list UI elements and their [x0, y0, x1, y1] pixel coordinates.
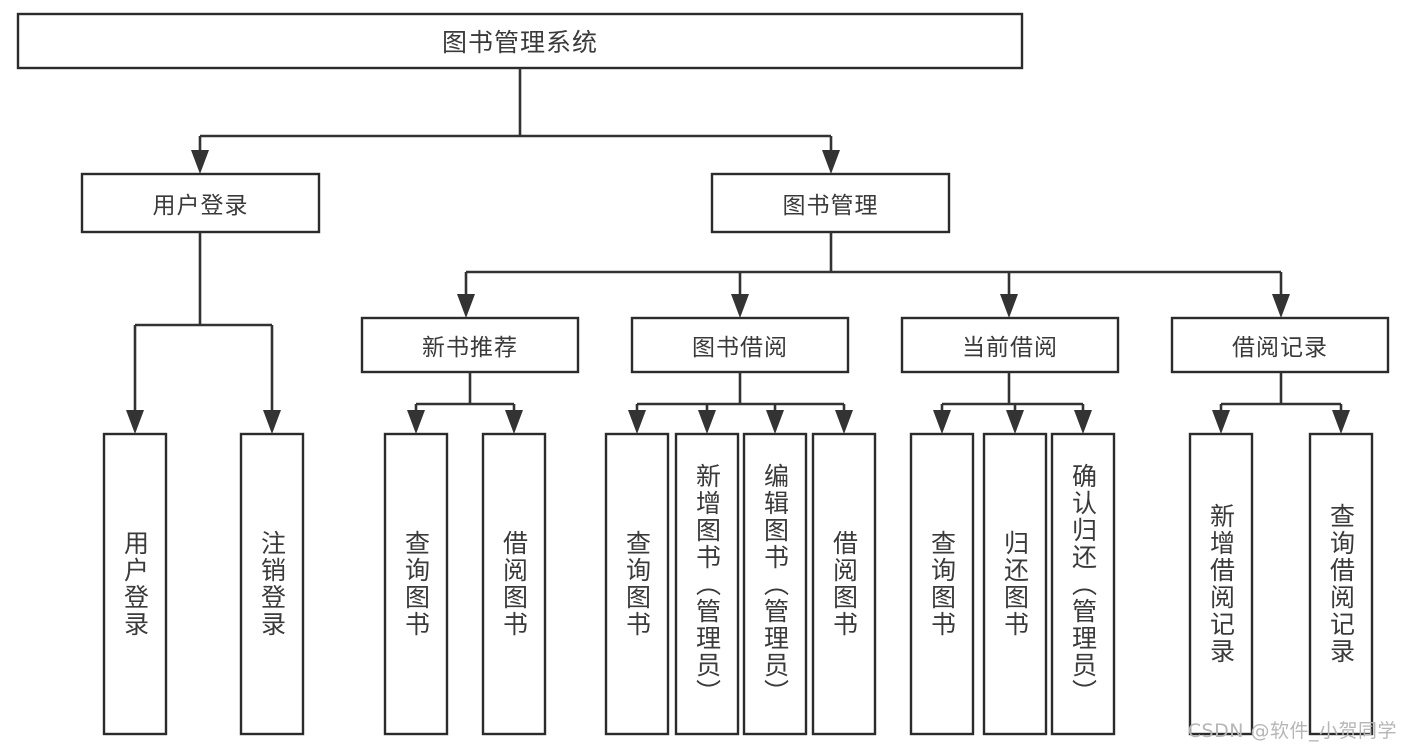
arrow-head-leaf-11	[1212, 410, 1230, 434]
arrow-head-leaf-12	[1332, 410, 1350, 434]
node-box-borrow-record[interactable]	[1170, 316, 1390, 374]
node-box-leaf-4[interactable]	[604, 432, 670, 736]
arrow-head-user-login	[191, 150, 209, 174]
node-box-leaf-12[interactable]	[1308, 432, 1374, 736]
arrow-head-borrow-record	[1272, 294, 1290, 318]
node-box-leaf-0[interactable]	[102, 432, 168, 736]
arrow-head-book-borrow	[731, 294, 749, 318]
arrow-head-leaf-0	[126, 410, 144, 434]
node-box-leaf-5[interactable]	[674, 432, 740, 736]
node-box-user-login[interactable]	[80, 172, 321, 234]
node-box-leaf-10[interactable]	[1050, 432, 1116, 736]
node-box-leaf-1[interactable]	[239, 432, 305, 736]
node-box-current-borrow[interactable]	[900, 316, 1120, 374]
node-box-leaf-8[interactable]	[909, 432, 975, 736]
arrow-head-leaf-5	[698, 410, 716, 434]
arrow-head-leaf-10	[1074, 410, 1092, 434]
node-box-book-management[interactable]	[710, 172, 951, 234]
node-box-leaf-7[interactable]	[811, 432, 877, 736]
arrow-head-leaf-8	[933, 410, 951, 434]
node-box-leaf-11[interactable]	[1188, 432, 1254, 736]
arrow-head-current-borrow	[1000, 294, 1018, 318]
node-box-new-book-recommend[interactable]	[360, 316, 580, 374]
node-box-leaf-3[interactable]	[481, 432, 547, 736]
arrow-head-leaf-6	[766, 410, 784, 434]
node-box-root[interactable]	[16, 12, 1024, 70]
node-box-book-borrow[interactable]	[630, 316, 850, 374]
arrow-head-new-book-recommend	[457, 294, 475, 318]
watermark-text: CSDN @软件_小贺同学	[1187, 720, 1397, 742]
arrow-head-leaf-3	[505, 410, 523, 434]
node-box-leaf-9[interactable]	[982, 432, 1048, 736]
arrow-head-leaf-7	[835, 410, 853, 434]
node-box-leaf-2[interactable]	[383, 432, 449, 736]
arrow-head-leaf-4	[628, 410, 646, 434]
arrow-head-leaf-9	[1006, 410, 1024, 434]
arrow-head-book-management	[822, 150, 840, 174]
arrow-head-leaf-2	[407, 410, 425, 434]
node-box-leaf-6[interactable]	[742, 432, 808, 736]
arrow-head-leaf-1	[263, 410, 281, 434]
